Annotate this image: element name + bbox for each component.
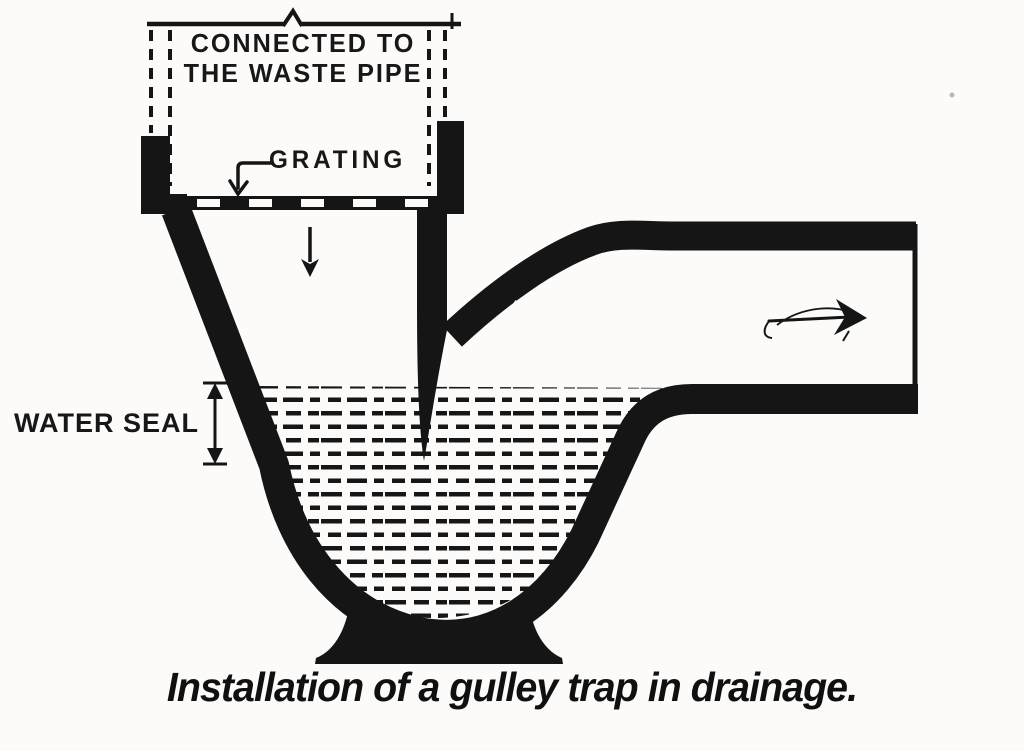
pedestal-foot bbox=[315, 602, 563, 664]
scan-speck bbox=[949, 92, 955, 98]
pipe-joint-line bbox=[501, 300, 519, 323]
outflow-arrow bbox=[763, 299, 867, 342]
inflow-arrow bbox=[301, 227, 319, 277]
hopper-rim-right bbox=[437, 121, 464, 214]
gulley-body bbox=[141, 121, 918, 664]
break-mark bbox=[281, 7, 304, 28]
figure-caption: Installation of a gulley trap in drainag… bbox=[166, 664, 858, 710]
hopper-rim-left bbox=[141, 136, 187, 214]
water-seal-extent-arrow bbox=[203, 381, 227, 466]
outlet-top-wall bbox=[442, 220, 916, 347]
water-seal-label: WATER SEAL bbox=[14, 408, 199, 438]
waste-pipe-label: CONNECTED TO THE WASTE PIPE bbox=[158, 28, 449, 88]
grating-label: GRATING bbox=[269, 146, 407, 174]
waste-pipe-dashed-outline bbox=[147, 7, 461, 186]
water-seal-hatching bbox=[247, 386, 692, 619]
waste-pipe-label-line1: CONNECTED TO bbox=[190, 28, 416, 58]
inlet-spout bbox=[417, 208, 447, 461]
waste-pipe-label-line2: THE WASTE PIPE bbox=[183, 58, 423, 88]
grating-pointer-arrow bbox=[228, 161, 273, 198]
